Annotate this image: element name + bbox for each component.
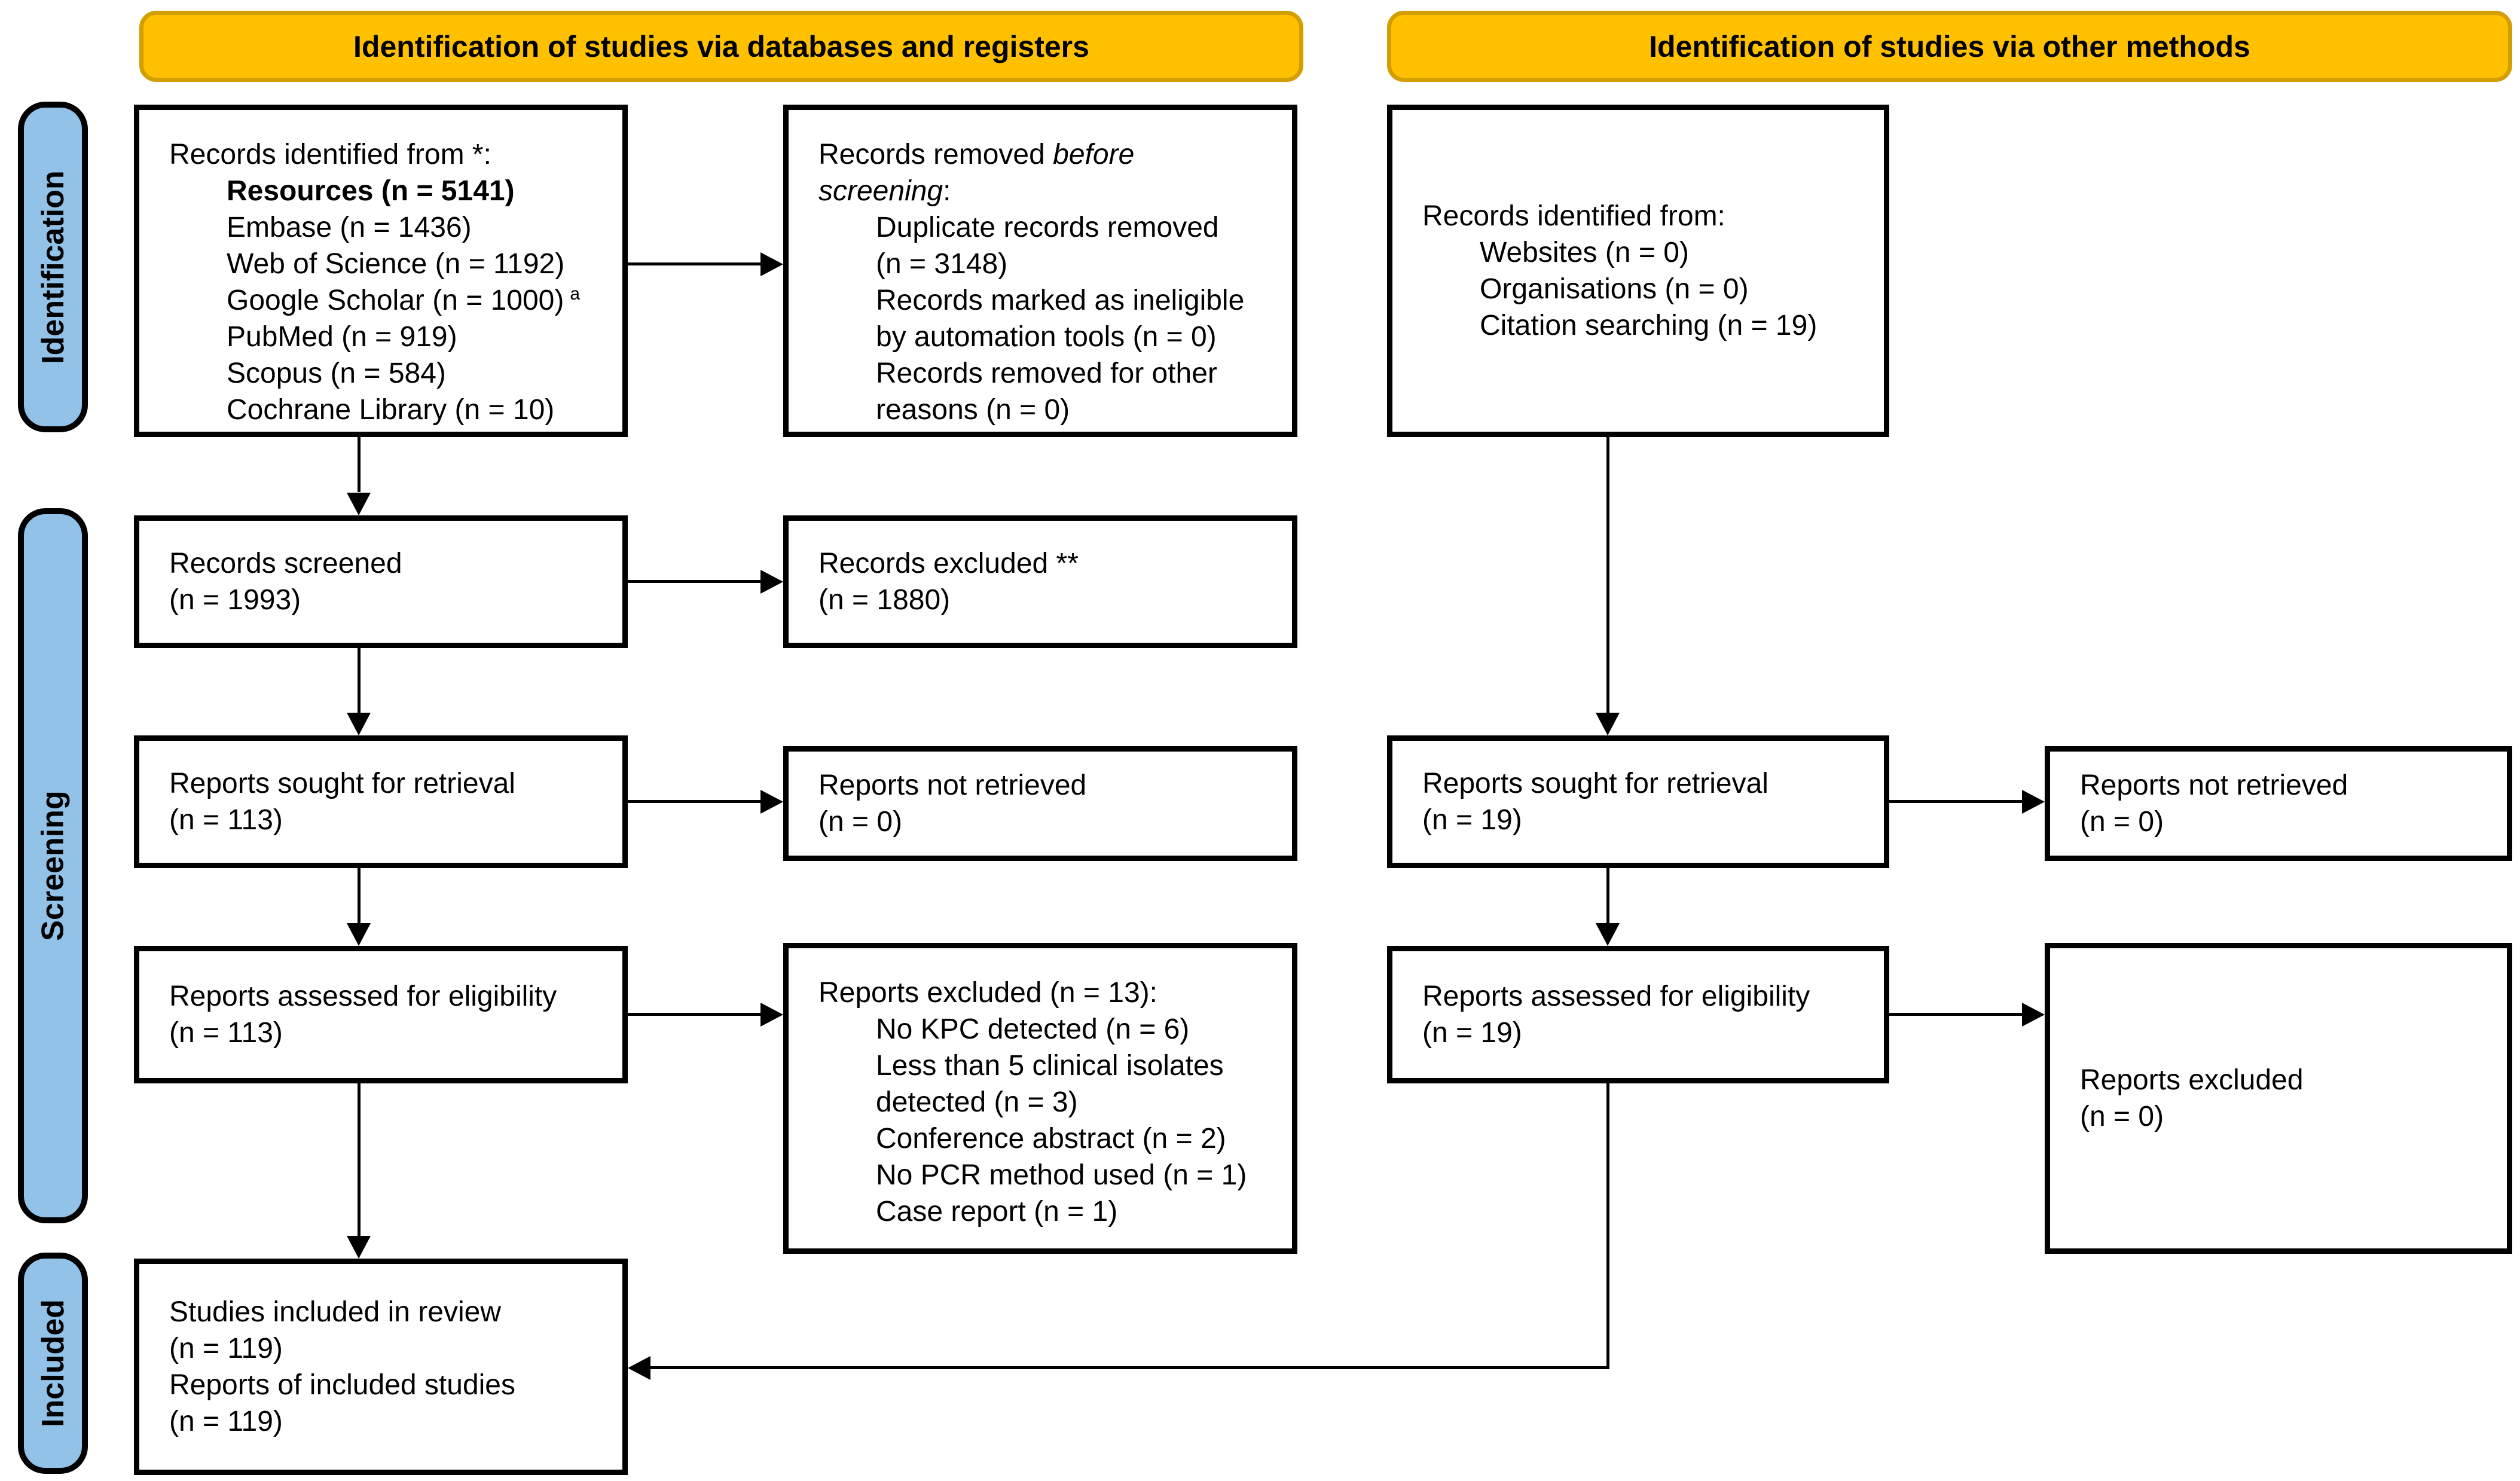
sidebar-screening: Screening xyxy=(18,508,88,1223)
arrow-identified-other-to-sought-head xyxy=(1596,713,1620,735)
source-resources: Resources (n = 5141) xyxy=(227,175,515,207)
source-citation-searching: Citation searching (n = 19) xyxy=(1480,310,1818,341)
box-text: Reports assessed for eligibility (n = 11… xyxy=(169,981,557,1049)
header-other-methods-label: Identification of studies via other meth… xyxy=(1649,29,2250,63)
sidebar-identification: Identification xyxy=(18,102,88,432)
arrow-identified-to-removed-line xyxy=(628,262,762,265)
box-reports-not-retrieved-databases: Reports not retrieved (n = 0) xyxy=(783,746,1297,861)
reason-conference-abstract: Conference abstract (n = 2) xyxy=(876,1123,1226,1155)
box-reports-assessed-databases: Reports assessed for eligibility (n = 11… xyxy=(134,946,628,1083)
arrow-identified-to-screened-head xyxy=(347,493,371,515)
sidebar-included-label: Included xyxy=(35,1299,71,1427)
arrow-sought-other-to-not-retrieved-head xyxy=(2022,790,2045,814)
reason-other: Records removed for other reasons (n = 0… xyxy=(876,358,1217,426)
arrow-sought-other-to-not-retrieved-line xyxy=(1889,800,2023,803)
box-records-identified-other: Records identified from: Websites (n = 0… xyxy=(1387,105,1889,437)
reason-case-report: Case report (n = 1) xyxy=(876,1196,1118,1227)
box-records-screened: Records screened (n = 1993) xyxy=(134,515,628,648)
arrow-assessed-to-included-line xyxy=(358,1083,361,1236)
arrow-identified-to-removed-head xyxy=(760,252,783,276)
box-reports-not-retrieved-other: Reports not retrieved (n = 0) xyxy=(2045,746,2512,861)
source-scopus: Scopus (n = 584) xyxy=(227,358,446,389)
header-databases-label: Identification of studies via databases … xyxy=(353,29,1089,63)
footnote-a-marker: a xyxy=(570,284,581,304)
arrow-sought-to-not-retrieved-head xyxy=(760,790,783,814)
reason-automation: Records marked as ineligible by automati… xyxy=(876,285,1245,353)
box-text: Studies included in review (n = 119) Rep… xyxy=(169,1296,515,1437)
reason-duplicates: Duplicate records removed (n = 3148) xyxy=(876,212,1219,280)
box-studies-included: Studies included in review (n = 119) Rep… xyxy=(134,1259,628,1475)
box-text: Reports assessed for eligibility (n = 19… xyxy=(1422,981,1810,1049)
box-title: Records removed before screening: xyxy=(818,139,1135,207)
box-reports-sought-databases: Reports sought for retrieval (n = 113) xyxy=(134,735,628,868)
box-text: Reports excluded (n = 0) xyxy=(2080,1064,2304,1132)
arrow-other-to-included-head xyxy=(628,1356,650,1380)
box-text: Records screened (n = 1993) xyxy=(169,548,402,616)
box-text: Reports sought for retrieval (n = 113) xyxy=(169,768,515,836)
arrow-sought-to-assessed-head xyxy=(347,923,371,946)
source-web-of-science: Web of Science (n = 1192) xyxy=(227,248,565,280)
arrow-assessed-to-excluded-line xyxy=(628,1013,762,1016)
arrow-identified-other-to-sought-line xyxy=(1606,437,1609,713)
source-cochrane: Cochrane Library (n = 10) xyxy=(227,394,555,426)
sidebar-screening-label: Screening xyxy=(35,790,71,941)
arrow-assessed-other-to-excluded-line xyxy=(1889,1013,2023,1016)
arrow-assessed-to-excluded-head xyxy=(760,1003,783,1027)
arrow-assessed-to-included-head xyxy=(347,1236,371,1259)
arrow-sought-other-to-assessed-head xyxy=(1596,923,1620,946)
reason-less-than-5-isolates: Less than 5 clinical isolates detected (… xyxy=(876,1050,1224,1118)
box-reports-excluded-databases: Reports excluded (n = 13): No KPC detect… xyxy=(783,943,1297,1254)
box-text: Records excluded ** (n = 1880) xyxy=(818,548,1079,616)
arrow-sought-other-to-assessed-line xyxy=(1606,868,1609,923)
source-organisations: Organisations (n = 0) xyxy=(1480,273,1749,305)
source-embase: Embase (n = 1436) xyxy=(227,212,472,243)
box-records-excluded: Records excluded ** (n = 1880) xyxy=(783,515,1297,648)
source-google-scholar: Google Scholar (n = 1000)a xyxy=(227,284,581,316)
sidebar-identification-label: Identification xyxy=(35,170,71,364)
box-title: Records identified from: xyxy=(1422,200,1725,232)
source-websites: Websites (n = 0) xyxy=(1480,237,1689,268)
header-other-methods: Identification of studies via other meth… xyxy=(1387,11,2512,82)
box-title: Records identified from *: xyxy=(169,139,491,170)
box-text: Reports not retrieved (n = 0) xyxy=(818,769,1087,838)
arrow-screened-to-sought-head xyxy=(347,713,371,735)
box-text: Reports sought for retrieval (n = 19) xyxy=(1422,768,1768,836)
box-reports-excluded-other: Reports excluded (n = 0) xyxy=(2045,943,2512,1254)
box-records-identified-databases: Records identified from *: Resources (n … xyxy=(134,105,628,437)
arrow-sought-to-assessed-line xyxy=(358,868,361,923)
arrow-assessed-other-to-excluded-head xyxy=(2022,1003,2045,1027)
reason-no-kpc: No KPC detected (n = 6) xyxy=(876,1013,1190,1045)
box-title: Reports excluded (n = 13): xyxy=(818,977,1157,1009)
header-databases-registers: Identification of studies via databases … xyxy=(139,11,1303,82)
arrow-screened-to-excluded-head xyxy=(760,570,783,594)
box-text: Reports not retrieved (n = 0) xyxy=(2080,769,2348,838)
connector-assessed-other-down-line xyxy=(1606,1083,1609,1369)
source-pubmed: PubMed (n = 919) xyxy=(227,321,457,353)
arrow-sought-to-not-retrieved-line xyxy=(628,800,762,803)
arrow-other-to-included-line xyxy=(649,1366,1609,1369)
arrow-screened-to-excluded-line xyxy=(628,580,762,583)
arrow-identified-to-screened-line xyxy=(358,437,361,492)
arrow-screened-to-sought-line xyxy=(358,648,361,713)
sidebar-included: Included xyxy=(18,1253,88,1474)
box-reports-sought-other: Reports sought for retrieval (n = 19) xyxy=(1387,735,1889,868)
reason-no-pcr: No PCR method used (n = 1) xyxy=(876,1159,1247,1191)
box-records-removed-before-screening: Records removed before screening: Duplic… xyxy=(783,105,1297,437)
box-reports-assessed-other: Reports assessed for eligibility (n = 19… xyxy=(1387,946,1889,1083)
